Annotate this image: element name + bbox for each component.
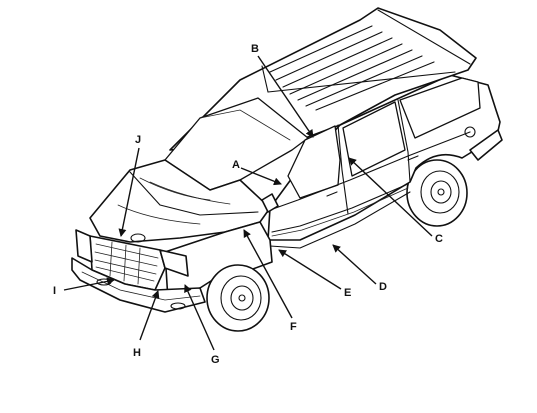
callout-d: D [332, 244, 387, 293]
grille-slats [94, 241, 159, 285]
callout-h: H [133, 290, 160, 359]
hood [89, 159, 271, 243]
rear-wheel [406, 159, 468, 227]
callout-label-h: H [133, 347, 141, 359]
callout-label-j: J [135, 134, 141, 146]
rear-door-handle [407, 155, 419, 161]
callout-i: I [53, 277, 115, 297]
callout-g: G [184, 284, 220, 366]
door-seam-rear [397, 99, 411, 183]
callout-a: A [232, 159, 282, 186]
door-seam-front [337, 124, 349, 215]
front-door-window [287, 125, 341, 199]
callout-e: E [278, 249, 351, 299]
callout-label-d: D [379, 281, 387, 293]
fuel-door [464, 126, 476, 138]
callout-j: J [118, 134, 141, 237]
side-molding [271, 183, 409, 233]
hood-ornament [130, 233, 146, 243]
rear-quarter-window [399, 77, 481, 139]
headlamp-right [159, 249, 189, 277]
callout-b: B [251, 43, 314, 138]
callout-label-g: G [211, 354, 220, 366]
callouts: A B C D E F G H [53, 43, 443, 366]
vehicle-illustration [71, 7, 503, 332]
callout-label-f: F [290, 321, 297, 333]
rear-bumper [469, 129, 503, 161]
callout-c: C [348, 157, 443, 245]
callout-f: F [243, 229, 297, 333]
fog-lamp-right [170, 302, 186, 310]
callout-label-b: B [251, 43, 259, 55]
rocker-panel [269, 191, 411, 249]
callout-label-i: I [53, 285, 56, 297]
front-wheel [206, 264, 270, 332]
side-mirror [261, 193, 279, 213]
roof-rack [261, 9, 471, 111]
callout-label-c: C [435, 233, 443, 245]
front-door-handle [326, 191, 338, 197]
callout-label-e: E [344, 287, 351, 299]
headlamp-left [75, 229, 93, 263]
callout-label-a: A [232, 159, 240, 171]
